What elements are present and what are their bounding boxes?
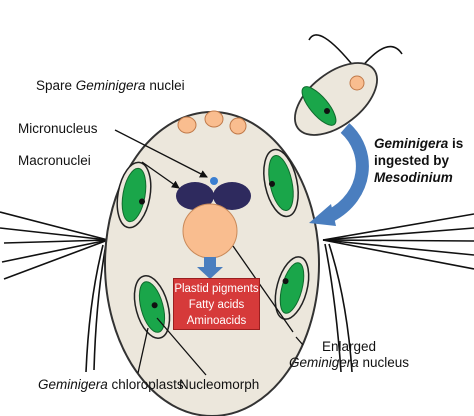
micronucleus <box>210 177 218 185</box>
ingestion-arrow <box>309 123 369 226</box>
leader-lines <box>114 129 304 376</box>
spare-nuclei <box>177 110 247 135</box>
macronuclei-label: Macronuclei <box>18 153 91 168</box>
macronuclei <box>176 182 251 210</box>
pigment-box: Plastid pigments Fatty acids Aminoacids <box>173 278 260 330</box>
left-cilia <box>0 211 109 373</box>
pigment-line-2: Fatty acids <box>188 299 245 311</box>
cell-chloroplasts <box>116 148 310 339</box>
pigment-line-3: Aminoacids <box>186 315 247 327</box>
geminigera-cell <box>294 34 403 136</box>
nucleomorph-label: Nucleomorph <box>179 377 260 392</box>
chloroplasts-label: Geminigera chloroplasts <box>38 377 184 392</box>
spare-nuclei-label: Spare Geminigera nuclei <box>36 78 185 93</box>
pigment-line-1: Plastid pigments <box>174 283 259 295</box>
enlarged-nucleus <box>182 203 238 259</box>
enlarged-nucleus-label: Enlarged Geminigera nucleus <box>288 339 410 370</box>
micronucleus-label: Micronucleus <box>18 121 98 136</box>
down-arrow <box>197 257 223 279</box>
right-cilia <box>322 213 474 373</box>
ingested-label: Geminigera is ingested by Mesodinium <box>374 136 464 185</box>
